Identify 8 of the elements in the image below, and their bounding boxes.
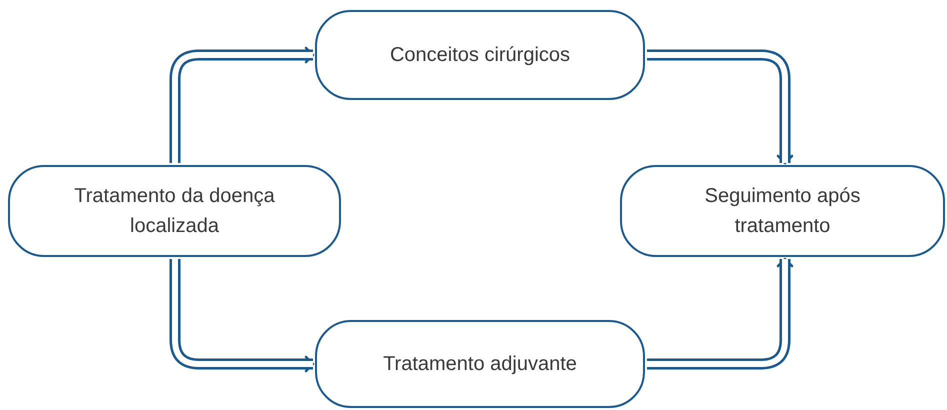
box-label: Seguimento após tratamento [704, 184, 862, 239]
rounded-box [315, 10, 645, 100]
box-label: Conceitos cirúrgicos [390, 43, 570, 68]
rounded-box [315, 320, 645, 408]
box-label: Tratamento adjuvante [383, 352, 577, 377]
box-label: Tratamento da doença localizada [73, 184, 276, 239]
rounded-box [8, 165, 341, 257]
rounded-box [620, 165, 945, 257]
